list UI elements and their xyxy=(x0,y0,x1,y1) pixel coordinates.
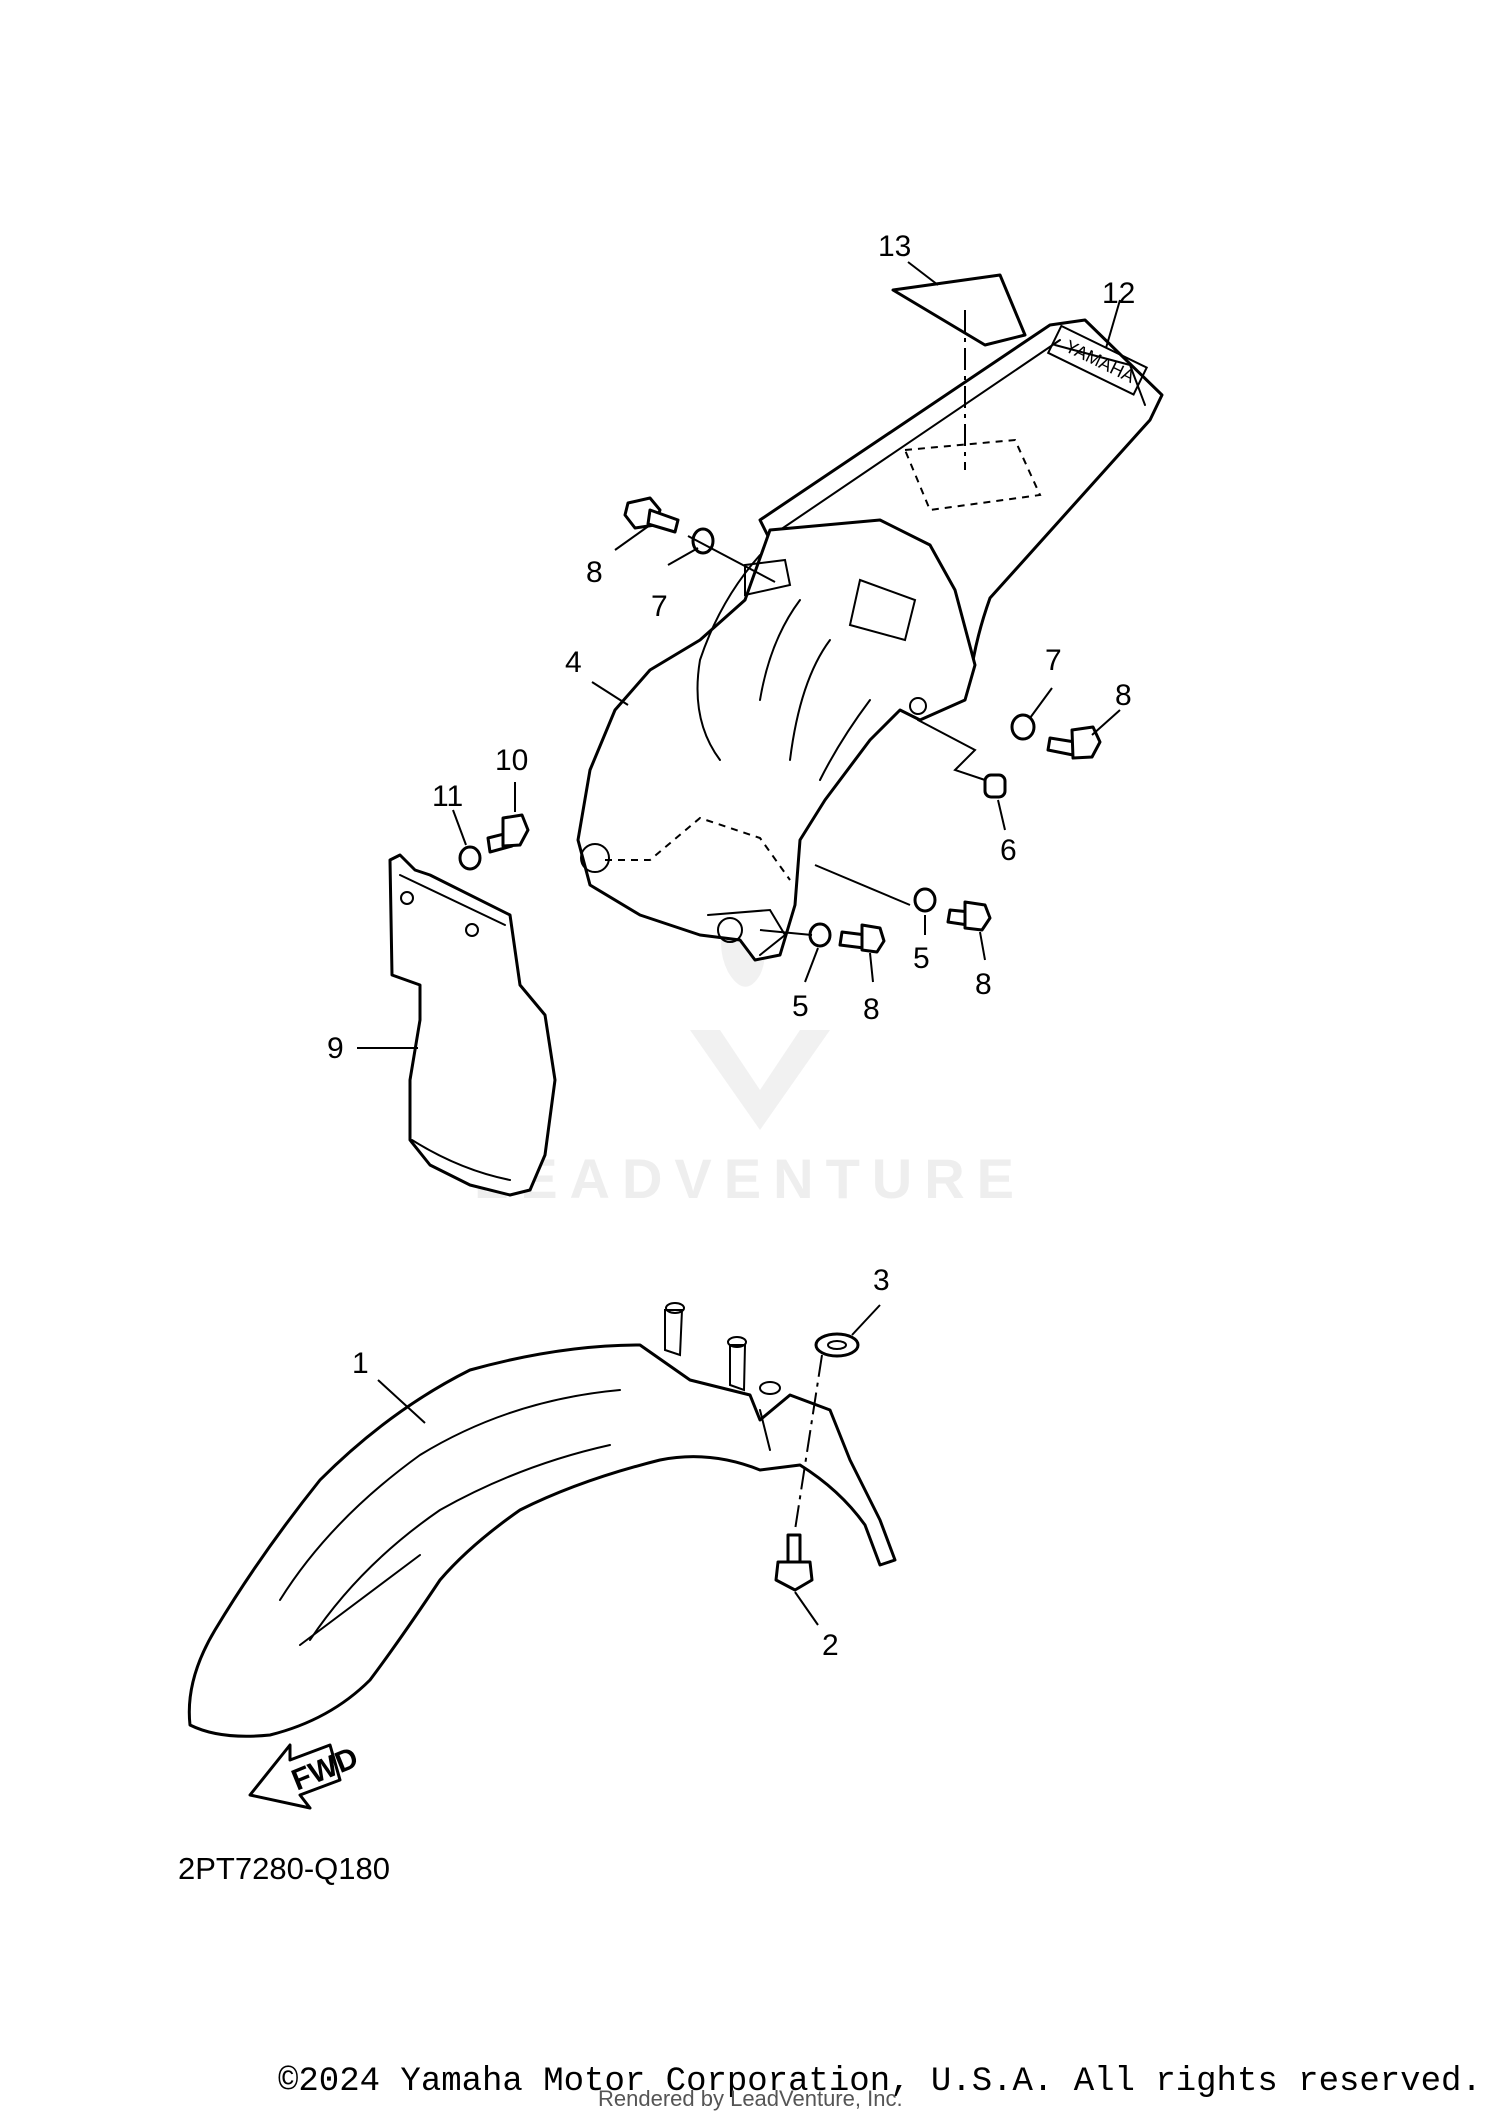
washer-5-lower xyxy=(808,922,832,948)
bolt-2 xyxy=(774,1533,814,1592)
watermark-text: LEADVENTURE xyxy=(474,1147,1026,1210)
callout-6: 6 xyxy=(1000,834,1017,867)
part-9-mud-guard xyxy=(388,853,557,1197)
callout-9: 9 xyxy=(327,1032,344,1065)
bolt-8-lower-right xyxy=(946,900,992,932)
washer-7-right xyxy=(1010,713,1036,741)
callout-1: 1 xyxy=(352,1347,369,1380)
collar-6 xyxy=(983,773,1007,799)
grommet-3 xyxy=(814,1332,860,1358)
part-4-rear-fender xyxy=(576,518,977,962)
fwd-arrow-icon: FWD xyxy=(248,1741,363,1810)
callout-12: 12 xyxy=(1102,277,1135,310)
callout-13: 13 xyxy=(878,230,911,263)
callout-3: 3 xyxy=(873,1264,890,1297)
callout-5-lower: 5 xyxy=(792,990,809,1023)
bolt-8-upper-left xyxy=(623,496,680,534)
washer-11 xyxy=(458,845,482,871)
callout-11: 11 xyxy=(432,780,463,813)
callout-8-right: 8 xyxy=(1115,679,1132,712)
copyright-notice: ©2024 Yamaha Motor Corporation, U.S.A. A… xyxy=(278,2063,1482,2101)
callout-8-upper-left: 8 xyxy=(586,556,603,589)
part-1-front-fender xyxy=(187,1302,897,1738)
callout-8-lower-center: 8 xyxy=(863,993,880,1026)
diagram-code: 2PT7280-Q180 xyxy=(178,1851,390,1886)
callout-10: 10 xyxy=(495,744,528,777)
watermark-logo: LEADVENTURE xyxy=(474,905,1026,1210)
callout-7-left: 7 xyxy=(651,590,668,623)
bolt-10 xyxy=(486,813,530,854)
callout-8-lower-right: 8 xyxy=(975,968,992,1001)
washer-5-upper xyxy=(913,887,937,913)
callout-2: 2 xyxy=(822,1629,839,1662)
callout-4: 4 xyxy=(565,646,582,679)
bolt-8-right xyxy=(1046,725,1102,760)
callout-7-right: 7 xyxy=(1045,644,1062,677)
callout-5-upper: 5 xyxy=(913,942,930,975)
rendered-by-notice: Rendered by LeadVenture, Inc. xyxy=(598,2086,903,2111)
part-13-decal xyxy=(891,273,1027,347)
bolt-8-lower-center xyxy=(838,923,886,954)
